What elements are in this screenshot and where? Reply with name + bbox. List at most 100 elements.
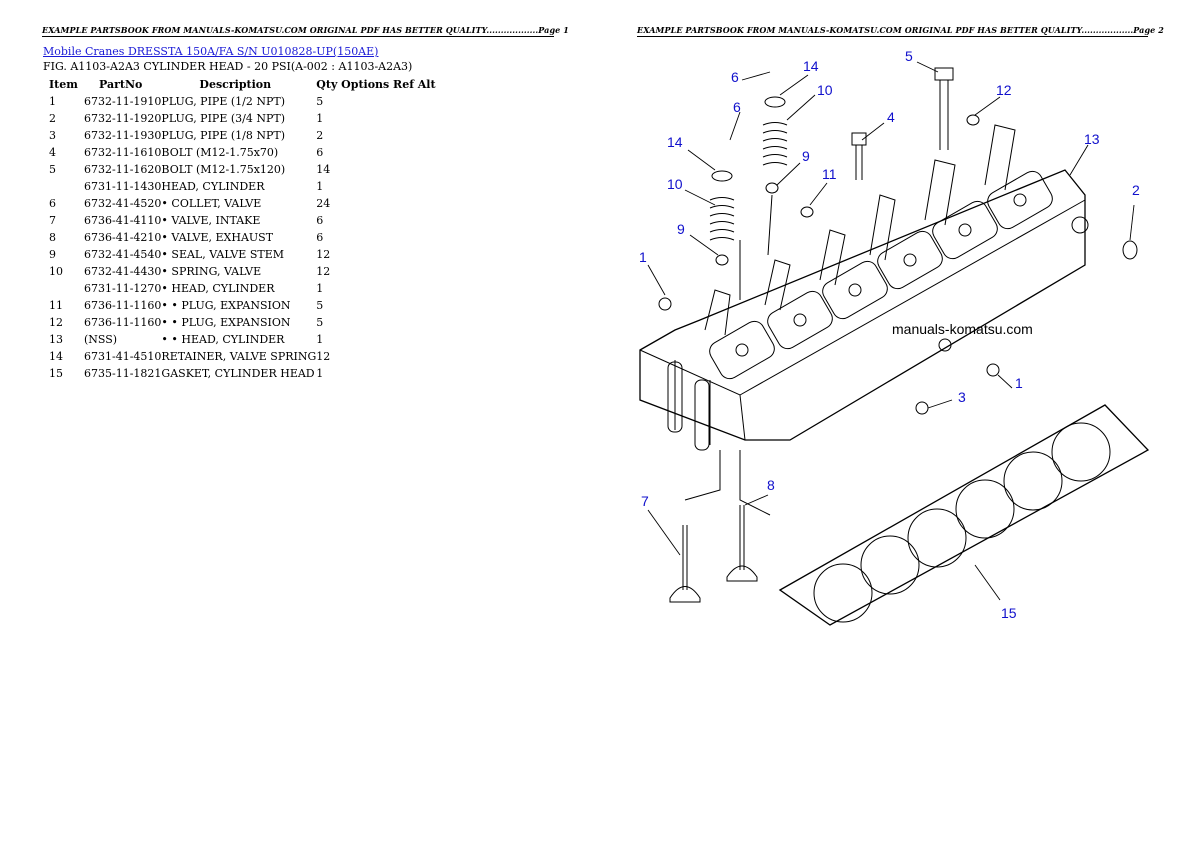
model-link[interactable]: Mobile Cranes DRESSTA 150A/FA S/N U01082… [43,45,379,58]
row-item: 12 [49,316,63,329]
row-partno: 6731-11-1270 [84,282,162,295]
row-partno: 6736-41-4210 [84,231,162,244]
row-description: • COLLET, VALVE [161,197,262,210]
row-item: 7 [49,214,56,227]
bolts-drawing [658,67,1138,415]
row-description: PLUG, PIPE (1/2 NPT) [161,95,286,108]
cylinder-head-drawing [639,124,1089,451]
callout-1b: 1 [1015,375,1023,391]
table-row: 7 6736-41-4110• VALVE, INTAKE 6 [43,212,436,229]
row-item: 2 [49,112,56,125]
row-description: • SPRING, VALVE [161,265,262,278]
row-description: • • PLUG, EXPANSION [161,316,291,329]
header-qty: Qty Options Ref Alt [316,78,436,91]
row-qty: 1 [316,333,324,346]
row-qty: 6 [316,214,324,227]
row-partno: 6732-11-1910 [84,95,162,108]
leader-lines [647,61,1135,601]
row-item [43,178,84,195]
callout-5: 5 [905,48,913,64]
row-description: • • PLUG, EXPANSION [161,299,291,312]
row-partno: 6732-11-1610 [84,146,162,159]
row-item: 3 [49,129,56,142]
row-description: HEAD, CYLINDER [161,180,265,193]
row-partno: 6732-41-4520 [84,197,162,210]
callout-6a: 6 [731,69,739,85]
row-qty: 14 [316,163,331,176]
callout-12: 12 [996,82,1012,98]
row-partno: 6736-41-4110 [84,214,162,227]
row-qty: 5 [316,95,324,108]
row-qty: 1 [316,367,324,380]
callout-11: 11 [822,166,837,182]
row-description: PLUG, PIPE (3/4 NPT) [161,112,286,125]
callout-6b: 6 [733,99,741,115]
row-description: RETAINER, VALVE SPRING [161,350,317,363]
row-qty: 1 [316,180,324,193]
row-item: 1 [49,95,56,108]
row-qty: 6 [316,146,324,159]
row-item: 13 [49,333,63,346]
callout-10a: 10 [667,176,683,192]
watermark-text: manuals-komatsu.com [892,321,1033,337]
header-description: Description [199,78,272,91]
row-qty: 12 [316,248,331,261]
row-item: 15 [49,367,63,380]
header-partno: PartNo [99,78,143,91]
row-partno: 6735-11-1821 [84,367,162,380]
row-qty: 2 [316,129,324,142]
cylinder-head-exploded-diagram: 1 1 2 3 4 5 6 6 7 8 9 9 10 10 11 12 13 1… [639,48,1150,626]
row-qty: 5 [316,299,324,312]
row-qty: 5 [316,316,324,329]
callout-9a: 9 [677,221,685,237]
row-description: • • HEAD, CYLINDER [161,333,285,346]
row-partno: 6731-11-1430 [84,180,162,193]
callout-8: 8 [767,477,775,493]
callout-13: 13 [1084,131,1100,147]
table-row: 8 6736-41-4210• VALVE, EXHAUST 6 [43,229,436,246]
callout-1a: 1 [639,249,647,265]
row-qty: 6 [316,231,324,244]
row-partno: 6732-11-1920 [84,112,162,125]
row-description: • VALVE, EXHAUST [161,231,274,244]
row-item: 6 [49,197,56,210]
row-item: 9 [49,248,56,261]
row-description: BOLT (M12-1.75x70) [161,146,279,159]
row-qty: 12 [316,350,331,363]
callout-15: 15 [1001,605,1017,621]
row-description: • VALVE, INTAKE [161,214,261,227]
callout-14b: 14 [803,58,819,74]
parts-table: Item PartNo Description Qty Options Ref … [43,76,436,382]
page-1-header: EXAMPLE PARTSBOOK FROM MANUALS-KOMATSU.C… [42,25,569,37]
row-partno: 6736-11-1160 [84,316,162,329]
callout-10b: 10 [817,82,833,98]
head-gasket-drawing [778,404,1150,626]
callout-3: 3 [958,389,966,405]
table-row: 12 6736-11-1160• • PLUG, EXPANSION 5 [43,314,436,331]
row-partno: 6732-11-1930 [84,129,162,142]
row-partno: 6731-41-4510 [84,350,162,363]
row-item [43,280,84,297]
row-item: 14 [49,350,63,363]
row-item: 10 [49,265,63,278]
row-qty: 1 [316,112,324,125]
valve-spring-left [709,170,741,300]
row-partno: (NSS) [84,333,118,346]
row-description: GASKET, CYLINDER HEAD [161,367,315,380]
callout-14a: 14 [667,134,683,150]
callout-7: 7 [641,493,649,509]
callout-labels: 1 1 2 3 4 5 6 6 7 8 9 9 10 10 11 12 13 1… [639,48,1140,621]
row-item: 4 [49,146,56,159]
row-description: • SEAL, VALVE STEM [161,248,284,261]
row-item: 8 [49,231,56,244]
